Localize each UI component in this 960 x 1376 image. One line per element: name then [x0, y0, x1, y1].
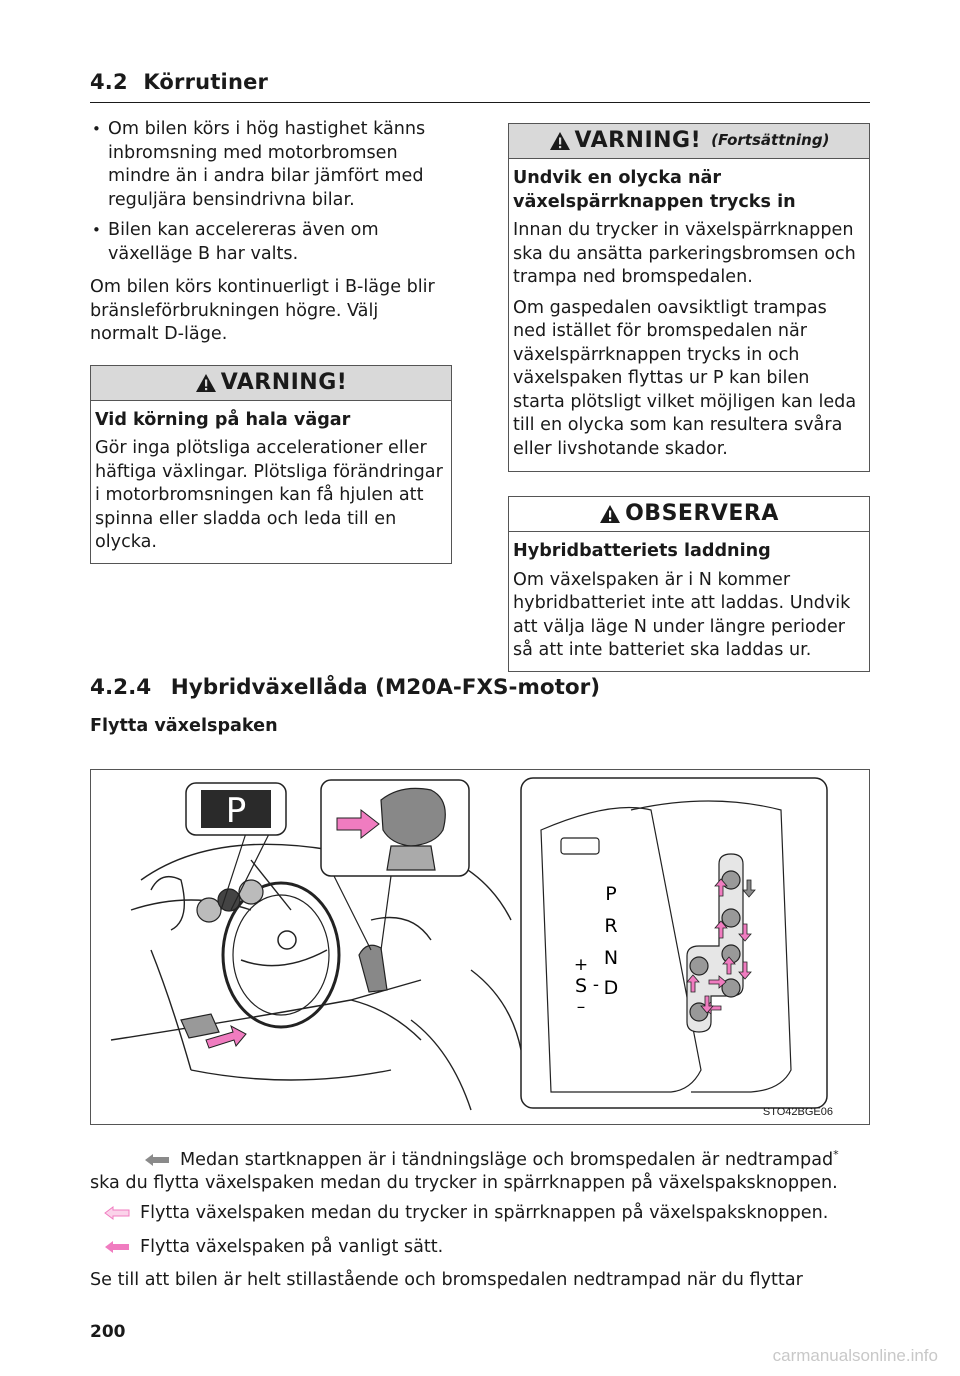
footnote-star: *: [833, 1148, 839, 1161]
illustration: P P R N D + S -: [110, 777, 828, 1111]
gear-label: R: [604, 915, 617, 937]
notice-text: Om växelspaken är i N kommer hybridbatte…: [513, 569, 851, 661]
warning-icon: [600, 505, 621, 523]
closing-paragraph: Se till att bilen är helt stillastående …: [90, 1270, 803, 1290]
warning-body: Undvik en olycka när växelspärrknappen t…: [509, 159, 869, 471]
paragraph: Om bilen körs kontinuerligt i B-läge bli…: [90, 277, 435, 344]
s-plus-label: +: [574, 955, 588, 975]
left-column: Om bilen körs i hög hastighet känns inbr…: [90, 118, 452, 564]
pink-outline-arrow-icon: [104, 1206, 130, 1220]
section-title: Körrutiner: [143, 70, 269, 94]
warning-subheading: Vid körning på hala vägar: [95, 409, 351, 430]
legend-text: Medan startknappen är i tändningsläge oc…: [180, 1149, 834, 1170]
notice-label: OBSERVERA: [625, 501, 779, 527]
warning-text: Gör inga plötsliga accelerationer eller …: [95, 438, 443, 552]
gear-label: N: [604, 947, 618, 969]
section-header: 4.2 Körrutiner: [90, 70, 870, 103]
page-number: 200: [90, 1322, 126, 1342]
notice-body: Hybridbatteriets laddning Om växelspaken…: [509, 532, 869, 671]
pink-arrow-icon: [105, 1241, 129, 1253]
right-column: VARNING! (Fortsättning) Undvik en olycka…: [508, 123, 870, 672]
list-item: Om bilen körs i hög hastighet känns inbr…: [90, 118, 452, 212]
notice-subheading: Hybridbatteriets laddning: [513, 541, 771, 561]
warning-paragraph: Om gaspedalen oavsiktligt trampas ned is…: [513, 297, 857, 459]
figure-code: STO42BGE06: [762, 1106, 833, 1118]
legend-item-3: Flytta växelspaken på vanligt sätt.: [104, 1236, 884, 1260]
legend-text: Flytta växelspaken medan du trycker in s…: [140, 1203, 829, 1223]
warning-box: VARNING! Vid körning på hala vägar Gör i…: [90, 364, 452, 564]
warning-icon: [195, 373, 216, 392]
chapter-heading: 4.2.4 Hybridväxellåda (M20A-FXS-motor): [90, 675, 600, 700]
s-minus-label: –: [577, 997, 586, 1017]
gray-arrow-icon: [145, 1153, 169, 1166]
warning-body: Vid körning på hala vägar Gör inga plöts…: [91, 401, 451, 563]
warning-box-continued: VARNING! (Fortsättning) Undvik en olycka…: [508, 123, 870, 472]
p-label: P: [226, 791, 247, 831]
section-number: 4.2: [90, 70, 128, 94]
s-label: S: [575, 975, 587, 997]
legend-item-2: Flytta växelspaken medan du trycker in s…: [104, 1202, 884, 1226]
warning-paragraph: Innan du trycker in växelspärrknappen sk…: [513, 220, 856, 287]
warning-label: VARNING!: [220, 369, 348, 395]
subheading: Flytta växelspaken: [90, 716, 278, 736]
legend-text: ska du flytta växelspaken medan du tryck…: [90, 1173, 838, 1194]
heading-title: Hybridväxellåda (M20A-FXS-motor): [170, 675, 601, 700]
list-item: Bilen kan accelereras även om växelläge …: [90, 219, 452, 266]
continuation-label: (Fortsättning): [711, 131, 830, 150]
gear-label: P: [605, 883, 616, 905]
heading-number: 4.2.4: [90, 675, 152, 700]
notice-header: OBSERVERA: [509, 497, 869, 532]
s-dash-label: -: [593, 975, 599, 995]
legend-item-1: Medan startknappen är i tändningsläge oc…: [90, 1143, 870, 1196]
bullet-list: Om bilen körs i hög hastighet känns inbr…: [90, 118, 452, 266]
gear-shift-figure: P P R N D + S -: [90, 769, 870, 1125]
warning-subheading: Undvik en olycka när växelspärrknappen t…: [513, 168, 796, 212]
warning-label: VARNING!: [574, 128, 702, 154]
warning-icon: [549, 132, 570, 150]
gear-label: D: [604, 977, 619, 999]
warning-header: VARNING! (Fortsättning): [509, 124, 869, 159]
warning-header: VARNING!: [91, 365, 451, 401]
legend-text: Flytta växelspaken på vanligt sätt.: [140, 1237, 444, 1257]
watermark: carmanualsonline.info: [772, 1346, 938, 1365]
notice-box: OBSERVERA Hybridbatteriets laddning Om v…: [508, 496, 870, 672]
